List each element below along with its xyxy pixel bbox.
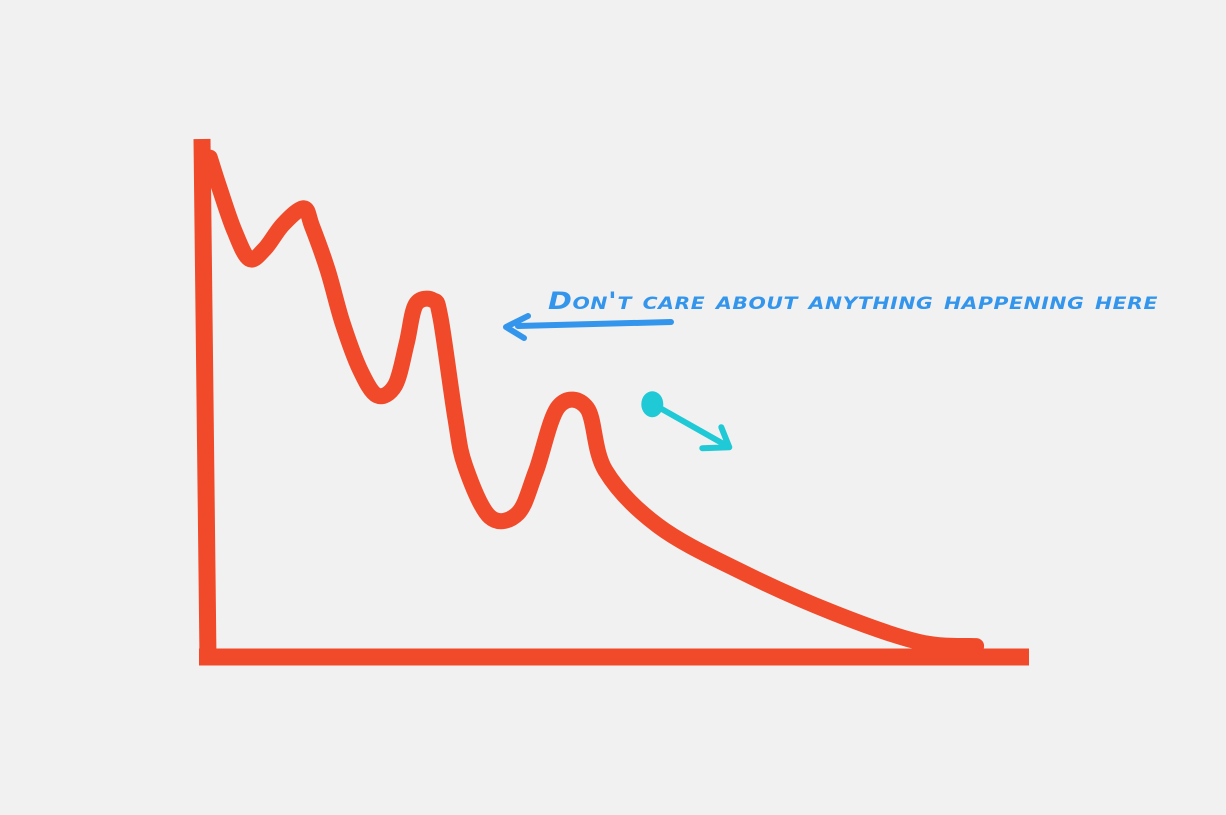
peak-marker-layer: [641, 391, 733, 452]
y-axis-line: [193, 138, 217, 660]
peak-marker-arrow: [657, 405, 733, 452]
annotation-layer: Don't care about anything happening here: [503, 287, 1158, 341]
data-curve-layer: [201, 149, 985, 655]
axes: [193, 138, 1029, 666]
data-curve: [201, 149, 985, 655]
annotation-text: Don't care about anything happening here: [548, 287, 1158, 315]
annotation-arrow: [503, 313, 674, 341]
peak-marker-dot: [641, 391, 664, 418]
